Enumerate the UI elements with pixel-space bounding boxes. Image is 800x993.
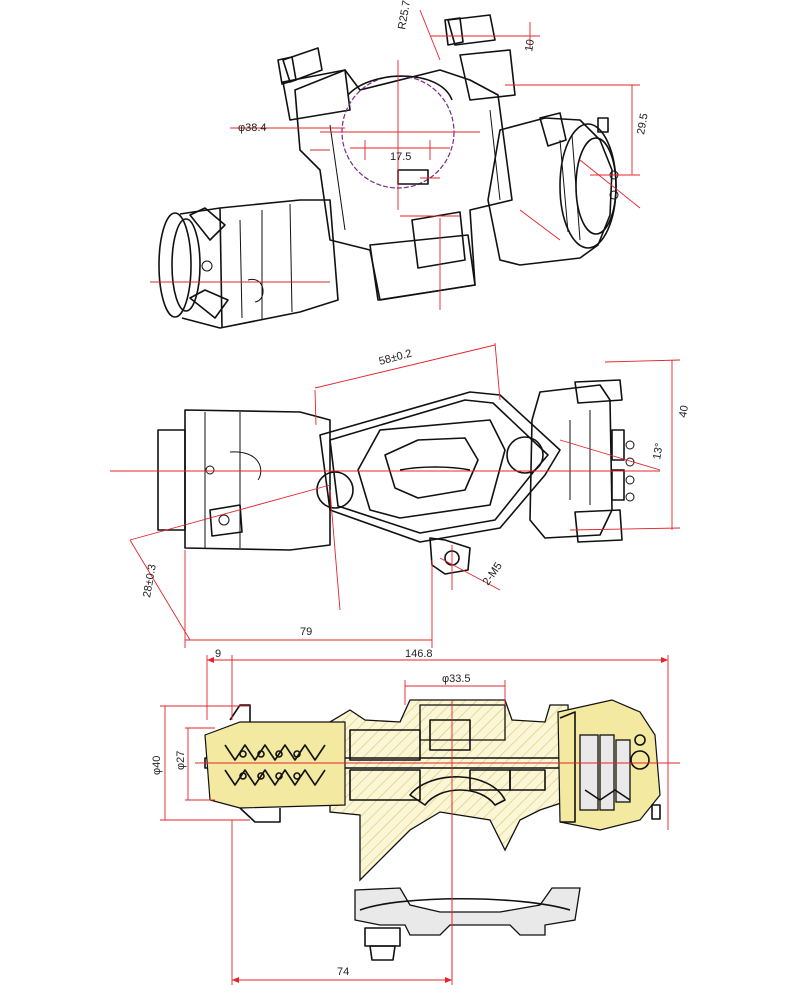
middle-view: 58±0.2 40 13° 28±0.3 2-M5 79 bbox=[110, 342, 691, 648]
dim-length: 58±0.2 bbox=[378, 348, 414, 368]
dim-small: 9 bbox=[215, 648, 221, 660]
dim-height: 29.5 bbox=[635, 112, 651, 135]
dim-offset: 10 bbox=[523, 38, 537, 52]
section-view: 9 146.8 φ33.5 φ40 φ27 74 bbox=[151, 648, 680, 985]
middle-centerlines bbox=[110, 342, 681, 648]
dim-bore-section: φ33.5 bbox=[442, 673, 471, 685]
section-centerlines bbox=[160, 655, 680, 985]
dim-hole: 2-M5 bbox=[481, 560, 505, 587]
dim-width: 28±0.3 bbox=[141, 563, 159, 598]
key-cylinder bbox=[204, 721, 346, 809]
right-connector bbox=[487, 112, 619, 266]
dim-inner: φ27 bbox=[175, 751, 187, 770]
dim-outer: φ40 bbox=[151, 756, 163, 775]
top-boss bbox=[419, 704, 506, 741]
springs bbox=[224, 744, 326, 786]
top-view: R25.7 10 φ38.4 17.5 29.5 bbox=[150, 0, 651, 329]
dim-mid-height: 40 bbox=[677, 404, 691, 418]
dim-diameter: φ38.4 bbox=[238, 122, 267, 134]
dim-angle: 13° bbox=[651, 442, 666, 460]
slot bbox=[397, 169, 429, 185]
dim-total: 146.8 bbox=[405, 648, 433, 660]
dim-base: 74 bbox=[337, 966, 349, 978]
left-cylinder bbox=[158, 199, 339, 329]
dim-center: 17.5 bbox=[390, 151, 411, 163]
dim-bore: R25.7 bbox=[396, 0, 413, 31]
top-bolts bbox=[277, 17, 464, 85]
housing-section bbox=[329, 699, 571, 882]
middle-body bbox=[157, 379, 635, 575]
dim-distance: 79 bbox=[300, 626, 312, 638]
bottom-clamp bbox=[354, 887, 581, 936]
top-centerlines bbox=[150, 9, 641, 310]
